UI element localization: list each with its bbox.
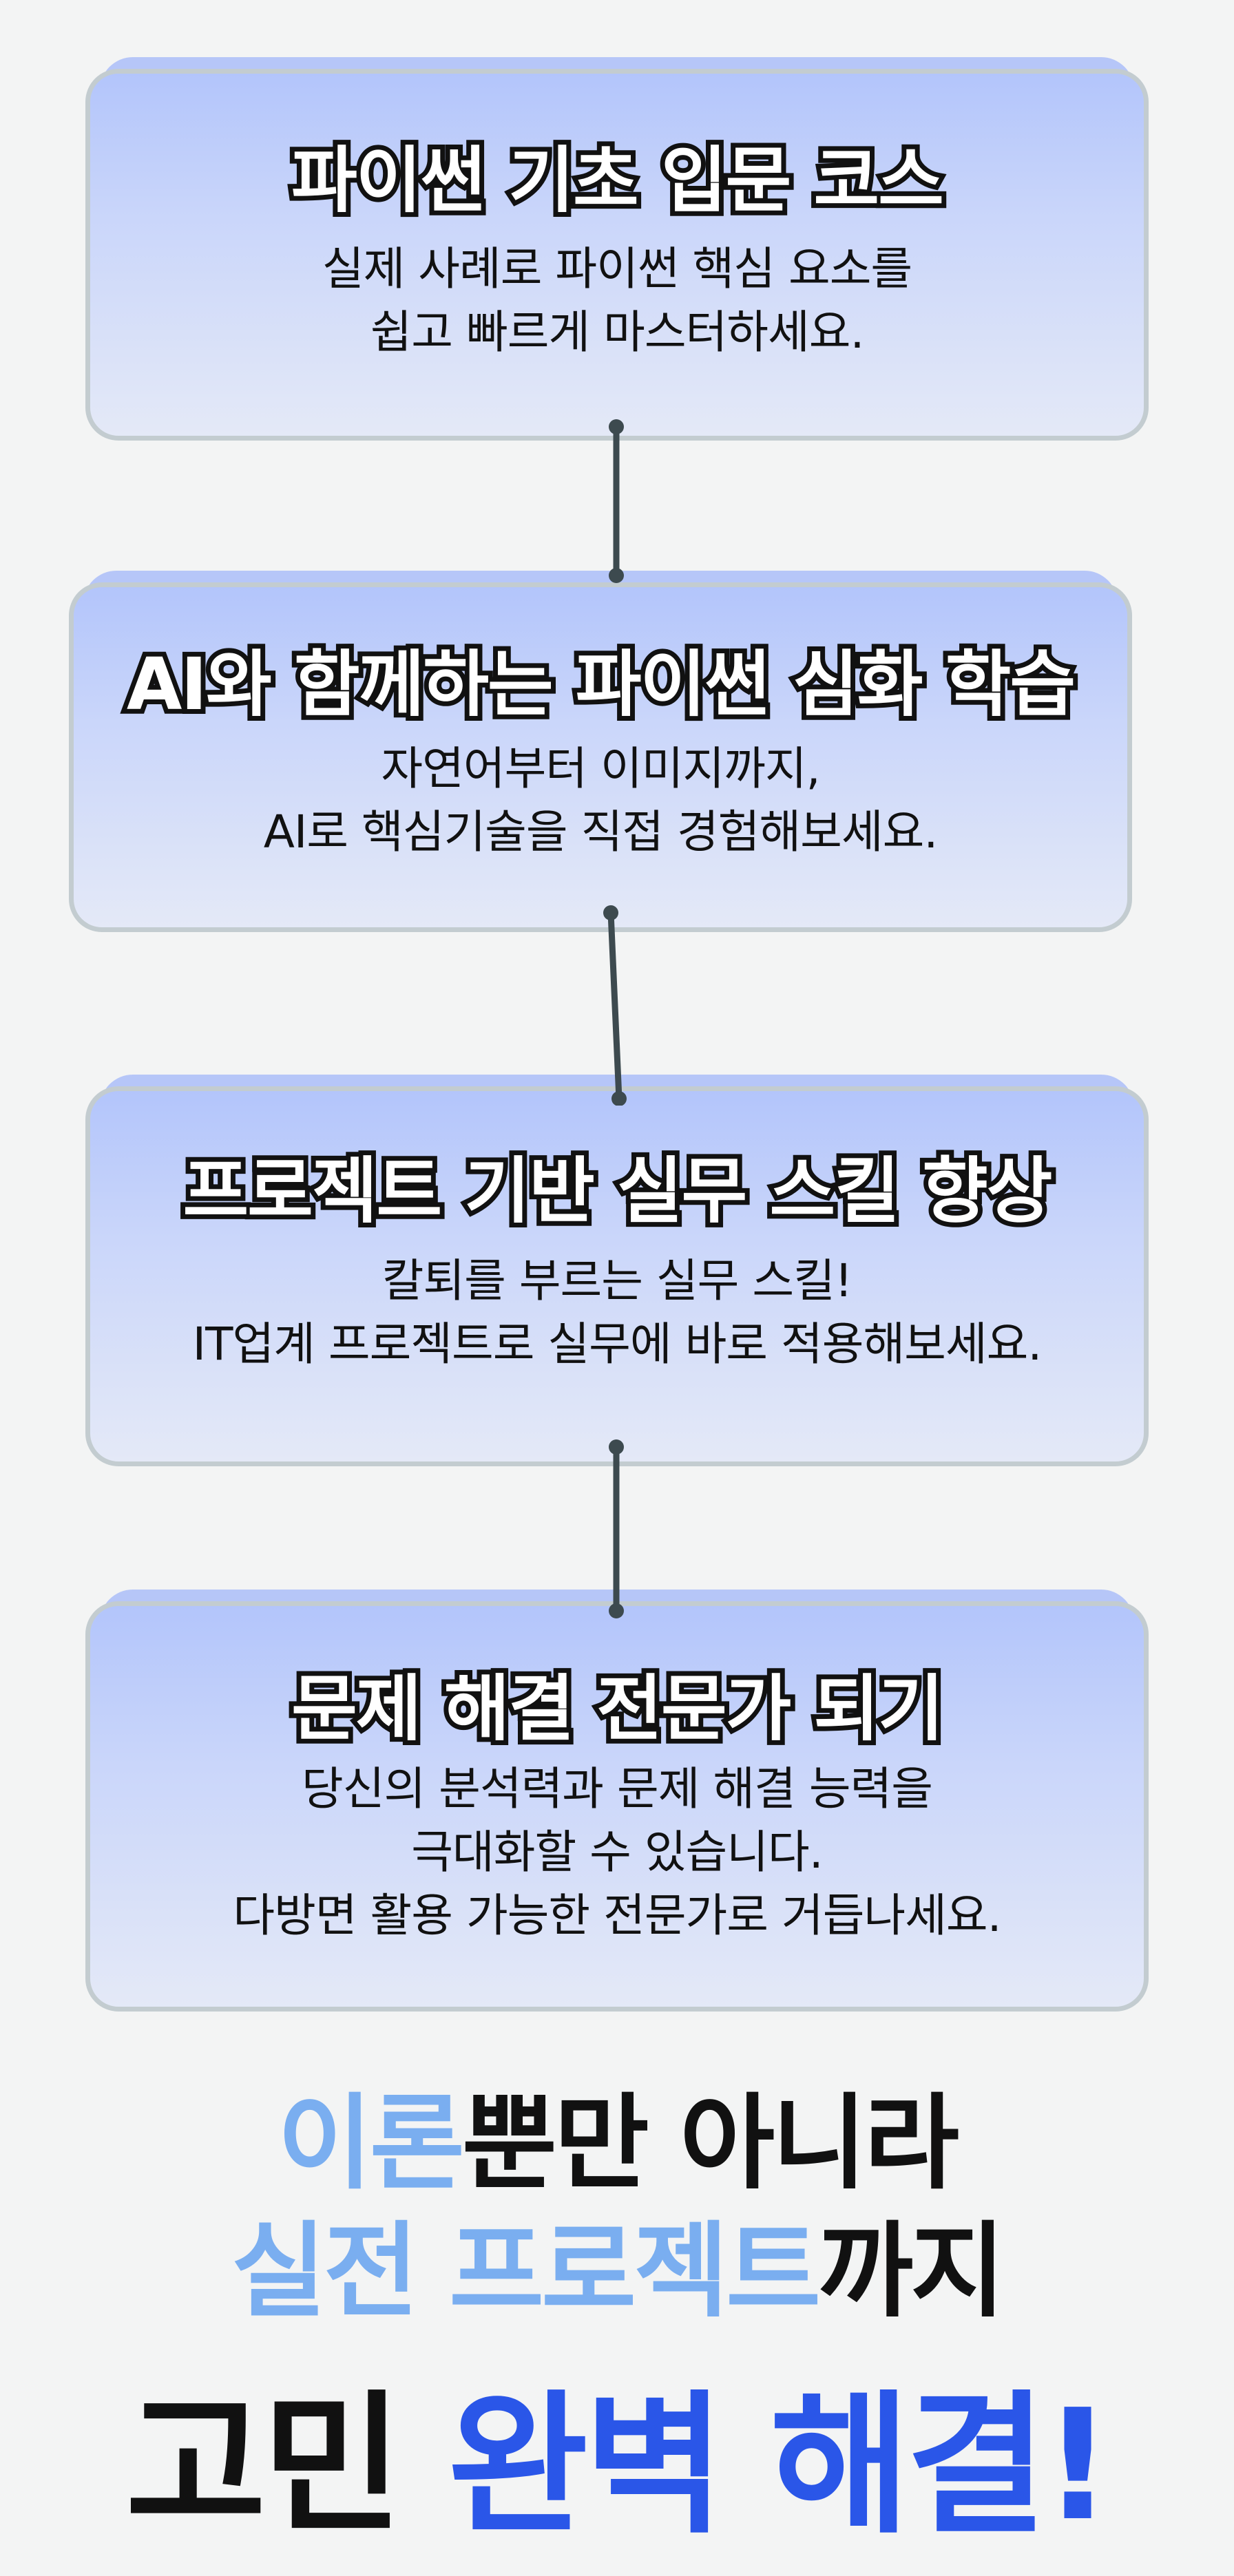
- card-title: 프로젝트 기반 실무 스킬 향상: [178, 1144, 1058, 1238]
- tagline-text: 뿐만 아니라: [461, 2084, 959, 2204]
- course-card-problem-solving: 문제 해결 전문가 되기 당신의 분석력과 문제 해결 능력을 극대화할 수 있…: [85, 1590, 1149, 2012]
- tagline-line-3: 고민 완벽 해결!: [0, 2341, 1234, 2562]
- course-card-project: 프로젝트 기반 실무 스킬 향상 칼퇴를 부르는 실무 스킬! IT업계 프로젝…: [85, 1075, 1149, 1466]
- card-description-line: 칼퇴를 부르는 실무 스킬!: [381, 1254, 853, 1307]
- card-description-line: 당신의 분석력과 문제 해결 능력을: [302, 1762, 933, 1815]
- card-title: AI와 함께하는 파이썬 심화 학습: [122, 637, 1080, 731]
- tagline-text: 고민: [125, 2377, 448, 2555]
- card-description: 자연어부터 이미지까지, AI로 핵심기술을 직접 경험해보세요.: [74, 737, 1127, 864]
- tagline-accent: 실전 프로젝트: [231, 2212, 821, 2332]
- card-title: 문제 해결 전문가 되기: [286, 1662, 949, 1755]
- tagline-line-2: 실전 프로젝트까지: [0, 2188, 1234, 2337]
- card-title: 파이썬 기초 입문 코스: [286, 134, 949, 227]
- card-description: 당신의 분석력과 문제 해결 능력을 극대화할 수 있습니다. 다방면 활용 가…: [90, 1757, 1144, 1947]
- card-description: 칼퇴를 부르는 실무 스킬! IT업계 프로젝트로 실무에 바로 적용해보세요.: [90, 1249, 1144, 1376]
- tagline-text: 까지: [818, 2212, 1005, 2332]
- course-card-basics: 파이썬 기초 입문 코스 실제 사례로 파이썬 핵심 요소를 쉽고 빠르게 마스…: [85, 57, 1149, 441]
- card-description-line: IT업계 프로젝트로 실무에 바로 적용해보세요.: [192, 1318, 1043, 1371]
- tagline-accent: 완벽 해결!: [448, 2377, 1112, 2555]
- card-description-line: 다방면 활용 가능한 전문가로 거듭나세요.: [233, 1889, 1001, 1942]
- connector-line-1: [609, 419, 624, 583]
- tagline-accent: 이론: [277, 2084, 465, 2204]
- card-description-line: 자연어부터 이미지까지,: [381, 742, 820, 795]
- card-description-line: 극대화할 수 있습니다.: [411, 1826, 823, 1879]
- card-description-line: AI로 핵심기술을 직접 경험해보세요.: [263, 805, 939, 858]
- card-description-line: 쉽고 빠르게 마스터하세요.: [370, 306, 865, 359]
- connector-line-2: [603, 905, 627, 1106]
- card-description-line: 실제 사례로 파이썬 핵심 요소를: [322, 242, 912, 295]
- tagline-line-1: 이론뿐만 아니라: [0, 2060, 1234, 2209]
- card-description: 실제 사례로 파이썬 핵심 요소를 쉽고 빠르게 마스터하세요.: [90, 237, 1144, 364]
- course-card-ai: AI와 함께하는 파이썬 심화 학습 자연어부터 이미지까지, AI로 핵심기술…: [69, 571, 1132, 932]
- connector-line-3: [609, 1439, 624, 1618]
